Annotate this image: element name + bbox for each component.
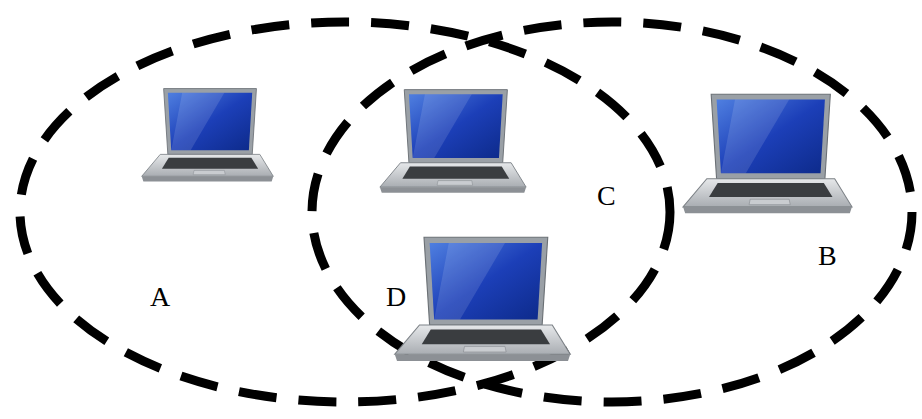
range-ellipse (312, 22, 912, 402)
node-label: C (597, 182, 616, 210)
node-label: A (150, 283, 170, 311)
laptop-icon (683, 94, 852, 213)
node-label: D (386, 283, 406, 311)
laptop-icon (142, 89, 274, 182)
node-label: B (818, 242, 837, 270)
range-ellipse (20, 22, 670, 402)
laptop-icon (380, 90, 526, 193)
laptop-icon (395, 237, 571, 361)
